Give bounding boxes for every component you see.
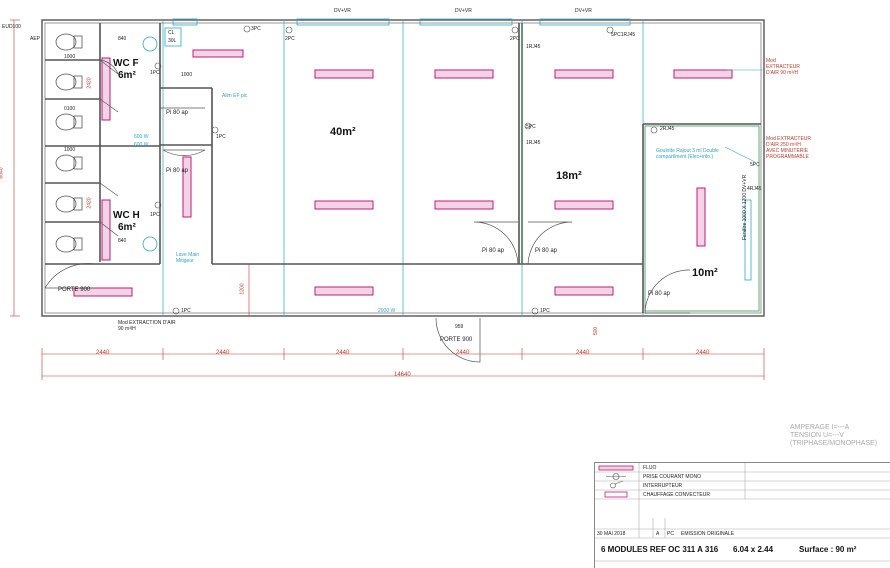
module-dividers	[162, 20, 644, 316]
pi80-label-5: Pi 80 ap	[648, 291, 671, 297]
windows	[172, 18, 752, 281]
lave-main-label: Lave Main Mitigeur	[176, 252, 200, 264]
wc-h-name: WC H	[113, 210, 140, 221]
title-block-grid	[595, 463, 890, 562]
pc1-label-b: 1PC	[150, 212, 160, 218]
goulotte-label: Goulotte Rajout 3 ml Double compartiment…	[656, 148, 719, 160]
pc1-label-a: 1PC	[150, 70, 160, 76]
project-surface: Surface : 90 m²	[799, 545, 857, 554]
stamp-phase: (TRIPHASE/MONOPHASE)	[790, 440, 878, 447]
main-room-area: 40m²	[330, 126, 356, 138]
pc5-label-2: 5PC	[750, 162, 760, 168]
dim-2420-b: 2420	[86, 197, 93, 209]
legend-heater: CHAUFFAGE CONVECTEUR	[643, 492, 710, 498]
w600-label-2: 600 W	[134, 142, 149, 148]
heater-icon	[604, 491, 628, 498]
mid-room-area: 18m²	[556, 170, 582, 182]
office-outline	[521, 23, 760, 312]
dvvr-2: DV+VR	[455, 8, 472, 14]
dim-2440-3: 2440	[336, 350, 350, 356]
pc1-label-e: 1PC	[216, 134, 226, 140]
pc1-label-d: 1PC	[540, 308, 550, 314]
legend-date: 30 MAI 2018	[597, 531, 626, 537]
wc-h-area: 6m²	[118, 222, 136, 233]
stamp-tension: TENSION U=---V	[790, 432, 844, 439]
electrical-stamp: AMPERAGE I=---A TENSION U=---V (TRIPHASE…	[790, 424, 877, 448]
dim-total: 14640	[394, 372, 411, 378]
wc-f-name: WC F	[113, 58, 139, 69]
leaders	[724, 69, 765, 163]
extracteur-label-2: Mod EXTRACTEUR D'AIR 250 m³/H AVEC MINUT…	[766, 136, 812, 160]
cl2-label: 30L	[168, 38, 177, 44]
pc3-label: 3PC	[251, 26, 261, 32]
porte-900-wc: PORTE 900	[58, 287, 91, 293]
extracteur-label-1: Mod EXTRACTEUR D'AIR 90 m³/H	[766, 58, 800, 76]
pc2-label-2: 2PC	[510, 36, 520, 42]
dvvr-3: DV+VR	[575, 8, 592, 14]
rj45-label-4: 4RJ45	[747, 186, 762, 192]
fluo-lights	[73, 49, 733, 297]
title-block: FLUO PRISE COURANT MONO INTERRUPTEUR CHA…	[594, 462, 890, 568]
porte-900-entry: PORTE 900	[440, 337, 473, 343]
doors	[44, 59, 691, 363]
dim-1000-a: 1000	[64, 54, 76, 60]
wc-f-area: 6m²	[118, 70, 136, 81]
stamp-amperage: AMPERAGE I=---A	[790, 424, 850, 431]
dim-6040: 6040	[0, 167, 5, 179]
switch-icon	[610, 480, 624, 489]
dim-2440-5: 2440	[576, 350, 590, 356]
rj45-label-1: 1RJ45	[526, 44, 541, 50]
w600-label-1: 600 W	[134, 134, 149, 140]
outlets	[154, 25, 658, 315]
pi80-label-4: Pi 80 ap	[535, 248, 558, 254]
legend-rev: A	[656, 531, 660, 537]
project-size: 6.04 x 2.44	[733, 545, 774, 554]
dim-2440-6: 2440	[696, 350, 710, 356]
eud-label: EUD100	[2, 24, 21, 30]
dim-840-bottom: 840	[118, 238, 127, 244]
dim-2420-a: 2420	[86, 77, 93, 89]
toilets	[55, 27, 182, 253]
legend-fluo: FLUO	[643, 465, 657, 471]
extraction-label: Mod EXTRACTION D'AIR 90 m³/H	[118, 320, 176, 332]
outlet-icon	[606, 473, 626, 480]
dim-1200: 1200	[239, 283, 246, 295]
pc-rj45-label: 5PC1RJ45	[611, 32, 636, 38]
dimension-lines	[10, 19, 765, 380]
dim-840-top: 840	[118, 36, 127, 42]
dim-500: 500	[593, 326, 600, 336]
project-title: 6 MODULES REF OC 311 A 316	[601, 545, 719, 554]
pc5-label: 5PC	[526, 124, 536, 130]
rj45-label-2: 1RJ45	[526, 140, 541, 146]
pc2-label-1: 2PC	[285, 36, 295, 42]
right-room-area: 10m²	[692, 267, 718, 279]
fenetre-label: Fenêtre 1000 X 1200 DV+VR	[742, 174, 748, 240]
dim-2440-1: 2440	[96, 350, 110, 356]
aep-label: AEP	[30, 36, 41, 42]
dim-1000-b: 1000	[64, 147, 76, 153]
dim-959: 959	[455, 324, 464, 330]
dim-0100: 0100	[64, 106, 76, 112]
cl-label: CL	[168, 30, 175, 36]
legend-switch: INTERRUPTEUR	[643, 483, 683, 489]
legend-outlet: PRISE COURANT MONO	[643, 474, 701, 480]
pi80-label-2: Pi 80 ap	[166, 168, 189, 174]
dvvr-1: DV+VR	[334, 8, 351, 14]
pi80-label-1: Pi 80 ap	[166, 110, 189, 116]
w2000-label: 2000 W	[378, 308, 396, 314]
legend-emission: EMISSION ORIGINALE	[681, 531, 735, 537]
dim-1000-c: 1000	[181, 72, 193, 78]
pc1-label-c: 1PC	[181, 308, 191, 314]
fluo-icon	[598, 465, 634, 471]
pi80-label-3: Pi 80 ap	[482, 248, 505, 254]
alim-ef-label: Alim EF plc	[222, 93, 248, 99]
rj45-label-3: 2RJ45	[660, 126, 675, 132]
dim-2440-4: 2440	[456, 350, 470, 356]
dim-2440-2: 2440	[216, 350, 230, 356]
legend-by: PC	[667, 531, 674, 537]
